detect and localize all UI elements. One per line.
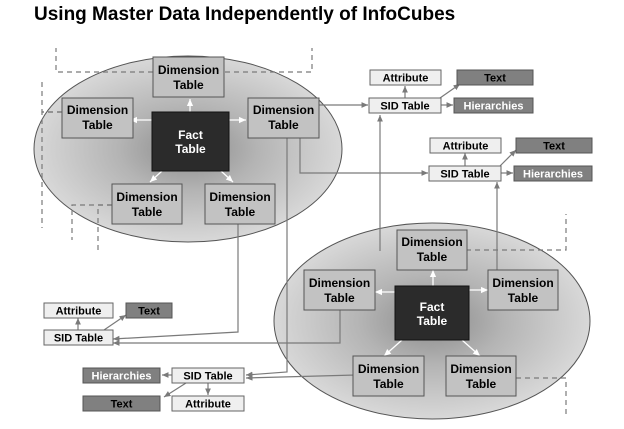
- dimension-table-label: Table: [466, 377, 497, 391]
- master-data-group-2: Attribute Text SID Table Hierarchies: [428, 137, 593, 182]
- dimension-table-label: Dimension: [158, 63, 219, 77]
- dimension-table-label: Dimension: [253, 103, 314, 117]
- hierarchies-box: [82, 367, 161, 384]
- dimension-table-label: Table: [508, 291, 539, 305]
- sid-table-box: [171, 367, 245, 384]
- dimension-table-bottom-4: Dimension Table: [352, 355, 425, 397]
- dimension-table-bottom-5: Dimension Table: [445, 355, 517, 397]
- text-label: Text: [138, 306, 160, 318]
- text-box: [515, 137, 593, 154]
- sid-table-label: SID Table: [440, 169, 489, 181]
- dimension-table-label: Dimension: [450, 362, 511, 376]
- attribute-label: Attribute: [56, 306, 102, 318]
- dashed-connectors: [41, 48, 567, 418]
- sid-table-box: [43, 329, 114, 346]
- fact-table-top-line2: Table: [175, 142, 206, 156]
- attribute-box: [369, 69, 442, 86]
- text-label: Text: [543, 141, 565, 153]
- hierarchies-label: Hierarchies: [464, 101, 524, 113]
- dimension-table-label: Table: [268, 118, 299, 132]
- hierarchies-label: Hierarchies: [92, 371, 152, 383]
- fact-dimension-arrows: [130, 99, 488, 357]
- master-data-group-1: Attribute Text SID Table Hierarchies: [368, 69, 534, 114]
- master-data-group-4: Hierarchies SID Table Text Attribute: [82, 367, 245, 412]
- dimension-table-label: Dimension: [492, 276, 553, 290]
- dimension-table-label: Dimension: [401, 235, 462, 249]
- dimension-table-label: Table: [132, 205, 163, 219]
- dimension-table-label: Dimension: [67, 103, 128, 117]
- dimension-table-label: Dimension: [309, 276, 370, 290]
- dimension-table-top-3: Dimension Table: [247, 97, 320, 139]
- solid-connectors: [75, 83, 517, 398]
- sid-table-box: [368, 97, 442, 114]
- dimension-table-label: Dimension: [209, 190, 270, 204]
- text-label: Text: [111, 399, 133, 411]
- fact-table-bottom-line1: Fact: [420, 300, 445, 314]
- attribute-label: Attribute: [185, 399, 231, 411]
- master-data-group-3: Attribute Text SID Table: [43, 302, 173, 346]
- text-box: [125, 302, 173, 319]
- dimension-table-top-5: Dimension Table: [204, 183, 276, 225]
- dimension-table-label: Table: [225, 205, 256, 219]
- dimension-tables: Dimension Table Dimension Table Dimensio…: [61, 56, 559, 397]
- hierarchies-box: [513, 165, 593, 182]
- text-label: Text: [484, 73, 506, 85]
- attribute-box: [429, 137, 502, 154]
- attribute-label: Attribute: [443, 141, 489, 153]
- dimension-table-bottom-1: Dimension Table: [396, 229, 468, 271]
- dimension-table-label: Dimension: [358, 362, 419, 376]
- dimension-table-label: Table: [173, 78, 204, 92]
- dimension-table-top-2: Dimension Table: [61, 97, 134, 139]
- hierarchies-box: [453, 97, 534, 114]
- dimension-table-label: Table: [417, 250, 448, 264]
- fact-table-bottom: Fact Table: [394, 285, 470, 341]
- sid-table-label: SID Table: [183, 371, 232, 383]
- text-box: [82, 395, 161, 412]
- sid-table-label: SID Table: [380, 101, 429, 113]
- fact-table-bottom-line2: Table: [417, 314, 448, 328]
- dimension-table-top-4: Dimension Table: [111, 183, 183, 225]
- dimension-table-top-1: Dimension Table: [152, 56, 225, 98]
- attribute-box: [171, 395, 245, 412]
- dimension-table-label: Dimension: [116, 190, 177, 204]
- text-box: [456, 69, 534, 86]
- sid-table-label: SID Table: [54, 333, 103, 345]
- fact-table-top-line1: Fact: [178, 128, 203, 142]
- dimension-table-bottom-2: Dimension Table: [303, 269, 376, 311]
- dimension-table-label: Table: [82, 118, 113, 132]
- dimension-table-bottom-3: Dimension Table: [487, 269, 559, 311]
- sid-table-box: [428, 165, 502, 182]
- attribute-label: Attribute: [383, 73, 429, 85]
- hierarchies-label: Hierarchies: [523, 169, 583, 181]
- page-title: Using Master Data Independently of InfoC…: [34, 4, 456, 25]
- fact-table-top: Fact Table: [151, 111, 230, 172]
- dimension-table-label: Table: [373, 377, 404, 391]
- dimension-table-label: Table: [324, 291, 355, 305]
- attribute-box: [43, 302, 114, 319]
